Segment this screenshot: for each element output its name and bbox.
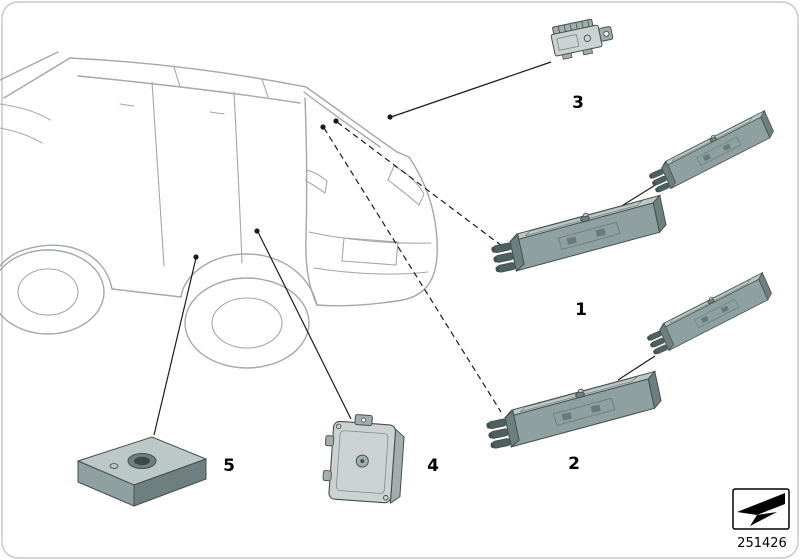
- page-arrow-icon: [750, 512, 777, 526]
- part-4-diversity-module[interactable]: [322, 413, 406, 505]
- part-5-antenna-seal[interactable]: [76, 436, 208, 507]
- leader-line-part1: [336, 121, 503, 247]
- leader-lines: [153, 61, 658, 436]
- mount-point-dot: [254, 228, 260, 234]
- mount-point-dot: [387, 114, 393, 120]
- page-turn-box[interactable]: [732, 488, 790, 530]
- callout-label-2[interactable]: 2: [568, 454, 580, 474]
- part-2-amplifier-module[interactable]: [482, 370, 665, 452]
- callout-label-1[interactable]: 1: [575, 300, 587, 320]
- link-line-part2-detail: [617, 355, 656, 381]
- callout-label-4[interactable]: 4: [427, 456, 439, 476]
- mount-point-dot: [193, 254, 199, 260]
- mount-point-dot: [333, 118, 339, 124]
- part-1-amplifier-detail-view[interactable]: [643, 110, 779, 195]
- part-1-amplifier-module[interactable]: [487, 194, 670, 276]
- page-arrow-icon: [737, 493, 785, 515]
- doc-number: 251426: [737, 536, 787, 551]
- leader-line-part4: [257, 231, 352, 420]
- callout-label-3[interactable]: 3: [572, 93, 584, 113]
- part-3-control-unit[interactable]: [549, 15, 615, 60]
- mount-point-dot: [320, 124, 326, 130]
- link-line-part1-detail: [619, 183, 658, 208]
- part-2-amplifier-detail-view[interactable]: [641, 272, 777, 357]
- callout-label-5[interactable]: 5: [223, 456, 235, 476]
- leader-line-part3: [390, 61, 552, 118]
- car-outline-drawing: [0, 51, 439, 369]
- leader-line-part2: [323, 127, 502, 413]
- leader-line-part5: [153, 257, 197, 436]
